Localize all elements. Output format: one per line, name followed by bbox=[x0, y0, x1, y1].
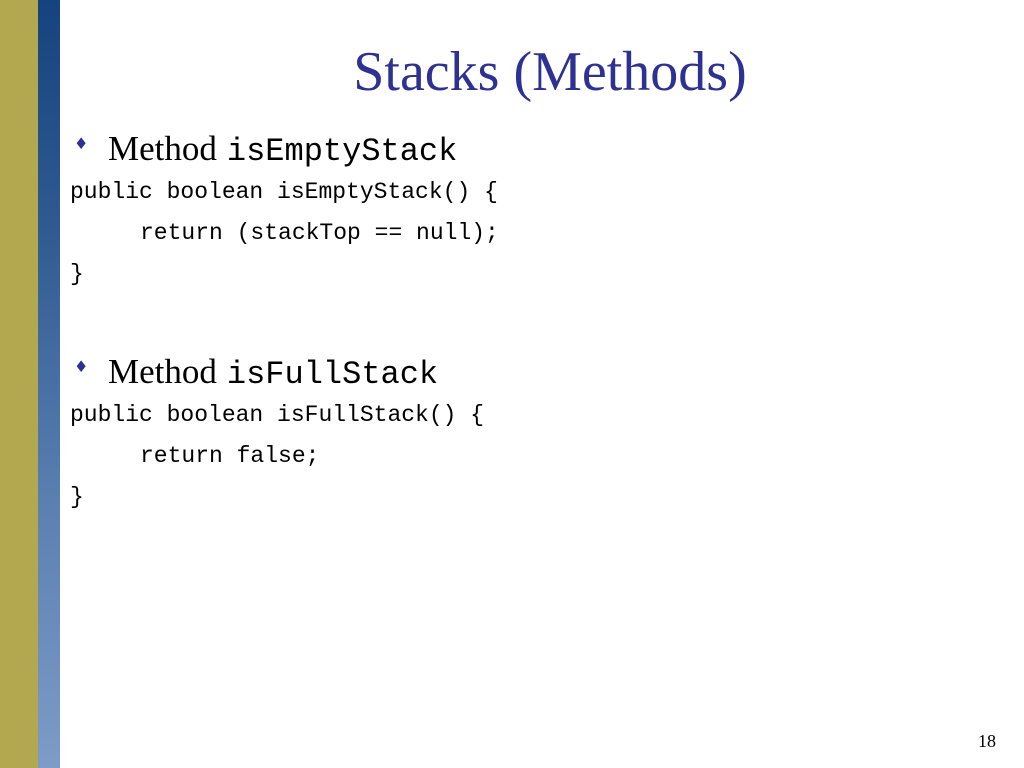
bullet-label: Method bbox=[108, 352, 217, 391]
bullet-label: Method bbox=[108, 129, 217, 168]
bullet-method-isemptystack: ♦ Method isEmptyStack bbox=[70, 126, 1004, 172]
section-gap bbox=[70, 295, 1004, 349]
diamond-bullet-icon: ♦ bbox=[74, 134, 89, 153]
olive-side-stripe bbox=[0, 0, 38, 768]
bullet-method-isfullstack: ♦ Method isFullStack bbox=[70, 349, 1004, 395]
code-line: return (stackTop == null); bbox=[140, 220, 499, 246]
page-number: 18 bbox=[978, 731, 996, 751]
blue-side-stripe bbox=[38, 0, 60, 768]
code-line: } bbox=[70, 261, 84, 287]
slide-content: ♦ Method isEmptyStack public boolean isE… bbox=[70, 126, 1004, 518]
code-line: public boolean isFullStack() { bbox=[70, 402, 485, 428]
code-line: } bbox=[70, 484, 84, 510]
slide-title: Stacks (Methods) bbox=[353, 41, 747, 103]
bullet-method-name: isFullStack bbox=[226, 356, 439, 393]
bullet-method-name: isEmptyStack bbox=[226, 133, 458, 170]
code-line: return false; bbox=[140, 443, 320, 469]
diamond-bullet-icon: ♦ bbox=[74, 357, 89, 376]
code-line: public boolean isEmptyStack() { bbox=[70, 179, 498, 205]
